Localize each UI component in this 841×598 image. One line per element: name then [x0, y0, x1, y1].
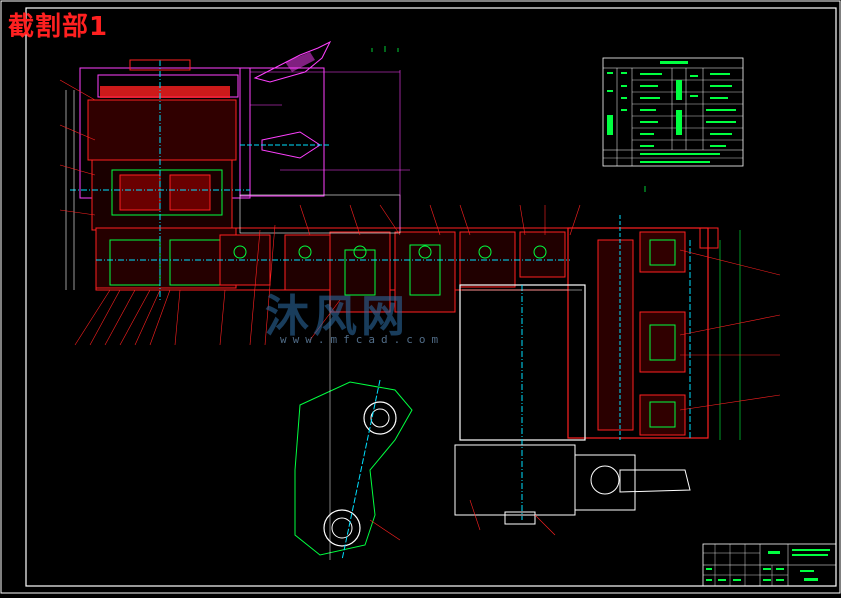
center-marks — [371, 46, 646, 192]
watermark-logo: 沐风网 — [265, 291, 409, 342]
inner-frame — [25, 7, 837, 587]
drawing-title: 截割部1 — [8, 12, 109, 42]
title-block — [702, 543, 837, 587]
cutter-picks — [240, 40, 332, 159]
right-housing — [567, 215, 741, 440]
leader-lines — [59, 79, 781, 541]
motor-body — [454, 284, 691, 525]
gear-train — [95, 194, 600, 313]
rocker-arm — [294, 300, 413, 561]
gearbox-left — [65, 59, 325, 300]
spec-table — [602, 57, 744, 167]
dimension-lines — [250, 70, 410, 230]
watermark-url: www.mfcad.com — [280, 333, 445, 346]
